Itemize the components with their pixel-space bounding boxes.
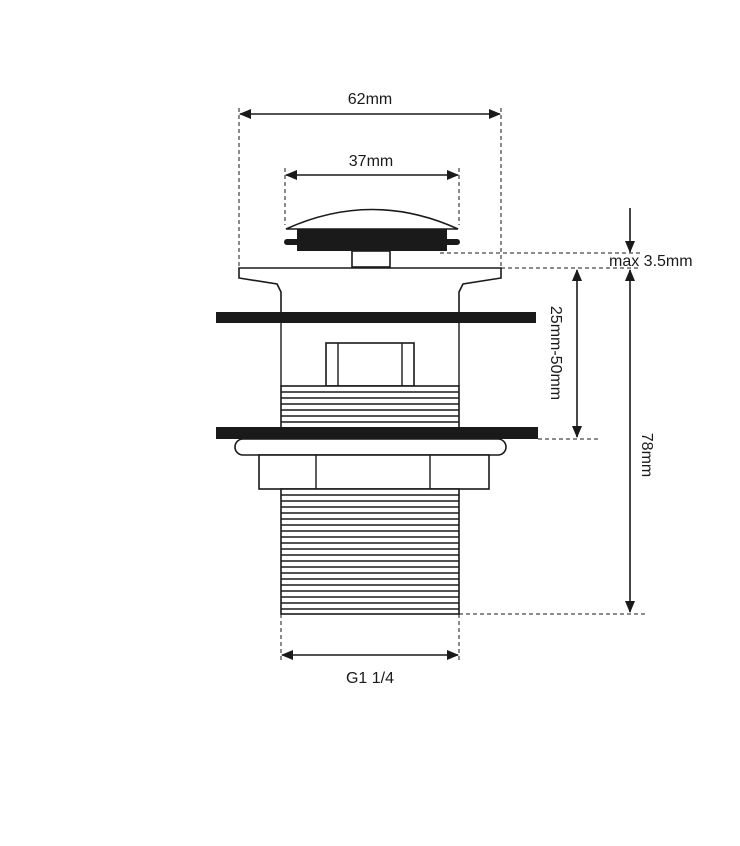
- top-flange: [238, 267, 502, 315]
- thread-label: G1 1/4: [346, 670, 394, 687]
- upper-thread: [280, 385, 460, 429]
- extension-lines: [238, 108, 645, 660]
- lock-nut: [258, 454, 490, 490]
- basin-bottom-surface: [216, 427, 538, 439]
- basin-top-surface: [216, 312, 536, 323]
- total-height-label: 78mm: [638, 433, 655, 477]
- lower-thread: [280, 488, 460, 615]
- waste-body: [280, 323, 460, 387]
- cap-gap-label: max 3.5mm: [609, 253, 693, 270]
- dimension-arrows: [239, 109, 635, 660]
- top-width-label: 62mm: [348, 91, 392, 108]
- pop-up-cap: [284, 208, 460, 268]
- cap-width-label: 37mm: [349, 153, 393, 170]
- basin-thickness-label: 25mm-50mm: [547, 306, 564, 400]
- washer: [234, 438, 507, 456]
